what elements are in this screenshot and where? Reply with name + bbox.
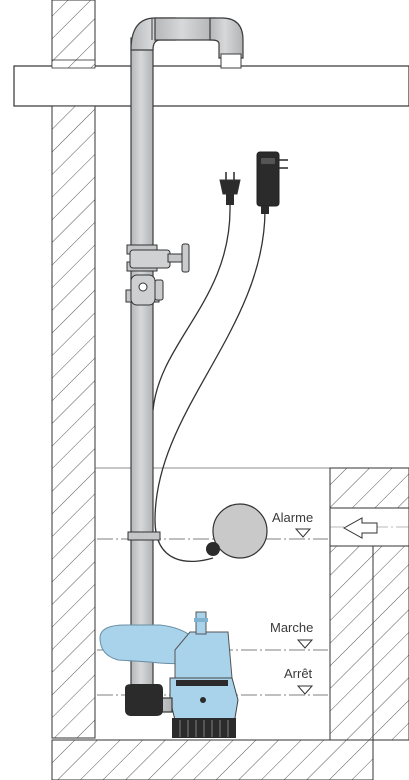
left-wall-upper bbox=[51, 0, 96, 67]
check-valve-icon bbox=[125, 274, 164, 306]
pump-upper-body bbox=[174, 631, 233, 679]
right-lower-block bbox=[372, 545, 409, 741]
float-switch-icon bbox=[206, 503, 268, 559]
slab-wall-section bbox=[51, 59, 96, 69]
level-marker-on: Marche bbox=[270, 620, 314, 649]
pipe-outlet bbox=[220, 53, 242, 69]
valve-icon bbox=[126, 243, 190, 273]
pump-top-fitting bbox=[195, 611, 207, 635]
plug-icon bbox=[219, 172, 241, 205]
adapter-icon bbox=[256, 151, 288, 214]
discharge-pipe bbox=[130, 17, 244, 699]
floor-slab bbox=[13, 65, 409, 107]
inlet-arrow-icon bbox=[342, 517, 378, 539]
level-marker-icon bbox=[296, 685, 314, 695]
pump-discharge-fitting bbox=[125, 684, 163, 716]
pipe-top-run bbox=[154, 17, 216, 41]
level-label-alarm: Alarme bbox=[272, 510, 313, 525]
inlet bbox=[329, 507, 409, 547]
riser-pipe bbox=[130, 37, 154, 699]
pump-power-cable bbox=[152, 204, 231, 411]
level-marker-alarm: Alarme bbox=[272, 510, 313, 538]
left-wall bbox=[51, 105, 96, 739]
level-label-on: Marche bbox=[270, 620, 313, 635]
level-marker-icon bbox=[296, 639, 314, 649]
float-switch-cable bbox=[154, 209, 266, 563]
pipe-clamp bbox=[127, 531, 161, 541]
pit-floor bbox=[51, 739, 374, 780]
submersible-pump bbox=[99, 611, 239, 738]
pipe-elbow-right bbox=[209, 17, 244, 59]
structure bbox=[13, 0, 409, 780]
right-upper-block bbox=[329, 467, 409, 509]
level-marker-icon bbox=[294, 528, 312, 538]
level-label-off: Arrêt bbox=[284, 666, 313, 681]
cables bbox=[152, 204, 266, 563]
level-marker-off: Arrêt bbox=[284, 666, 314, 695]
